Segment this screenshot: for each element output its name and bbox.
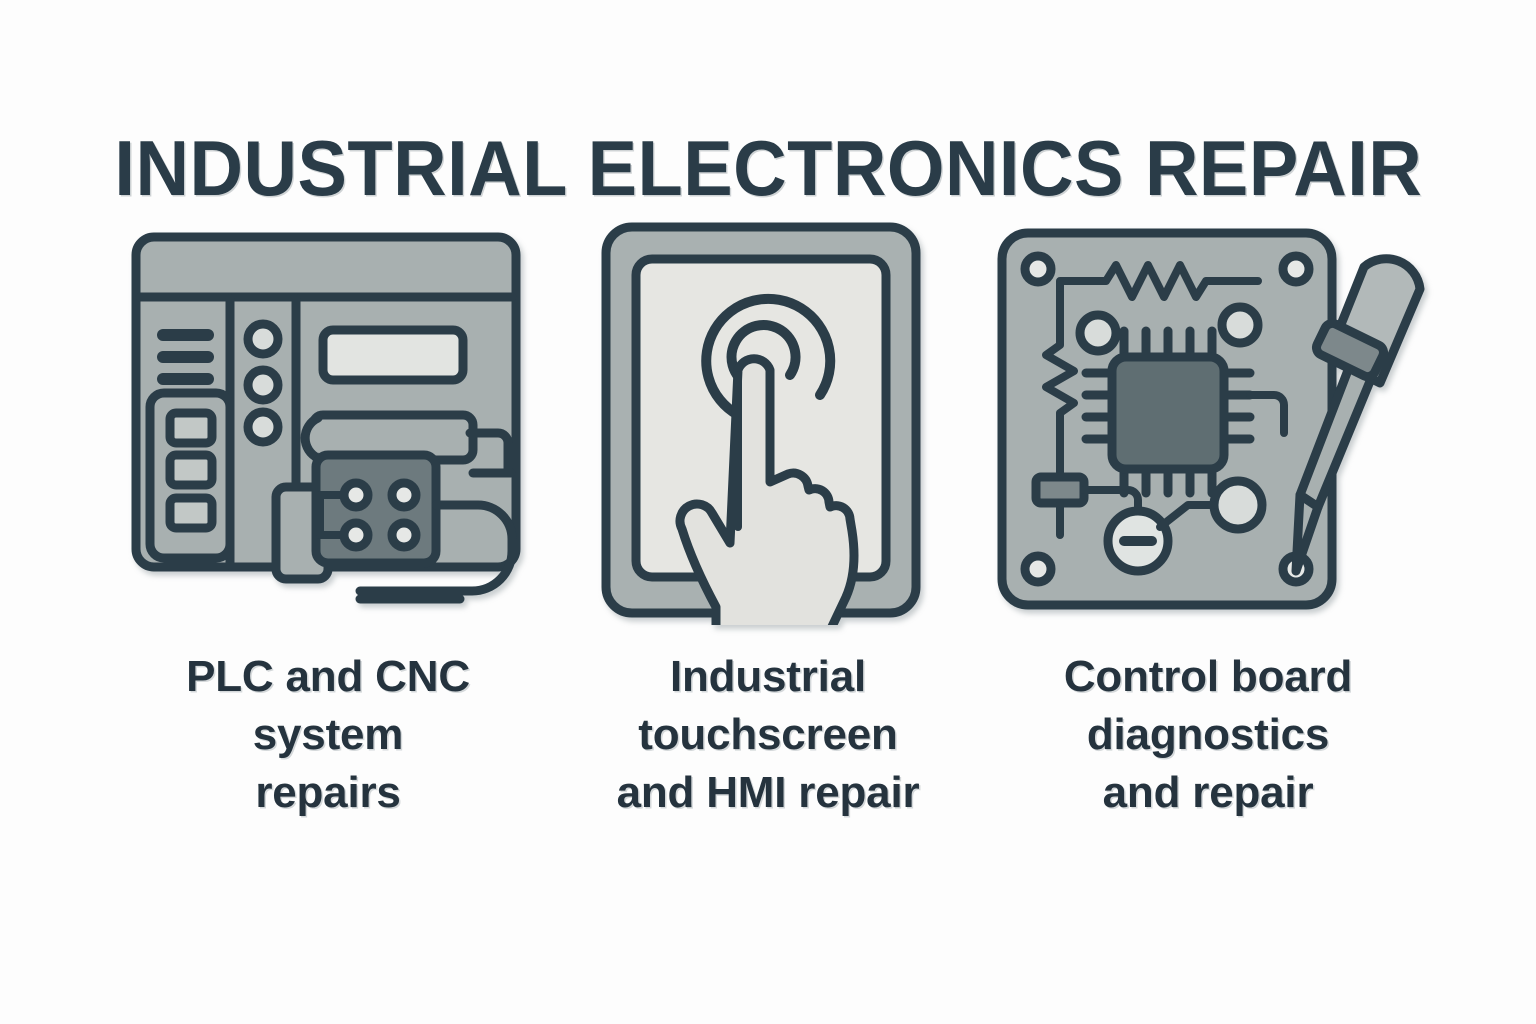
page-title-container: INDUSTRIAL ELECTRONICS REPAIR [0,74,1536,263]
page-title: INDUSTRIAL ELECTRONICS REPAIR [114,124,1422,213]
plc-cabinet-icon [108,210,548,630]
caption-line: touchscreen [638,710,898,759]
card-caption-hmi-touchscreen: Industrial touchscreen and HMI repair [568,648,968,822]
caption-line: and repair [1102,768,1314,817]
caption-line: Control board [1063,652,1353,701]
caption-line: diagnostics [1086,710,1330,759]
cards-row: PLC and CNC system repairs [0,210,1536,850]
card-caption-control-board: Control board diagnostics and repair [1008,648,1408,822]
caption-line: and HMI repair [616,768,920,817]
touchscreen-hand-icon [548,210,988,630]
caption-line: repairs [255,768,401,817]
caption-line: system [252,710,404,759]
card-control-board: Control board diagnostics and repair [988,210,1428,822]
circuit-board-screwdriver-icon [988,210,1428,630]
card-caption-plc-cnc: PLC and CNC system repairs [128,648,528,822]
caption-line: PLC and CNC [186,652,470,701]
caption-line: Industrial [669,652,867,701]
card-hmi-touchscreen: Industrial touchscreen and HMI repair [548,210,988,822]
card-plc-cnc: PLC and CNC system repairs [108,210,548,822]
